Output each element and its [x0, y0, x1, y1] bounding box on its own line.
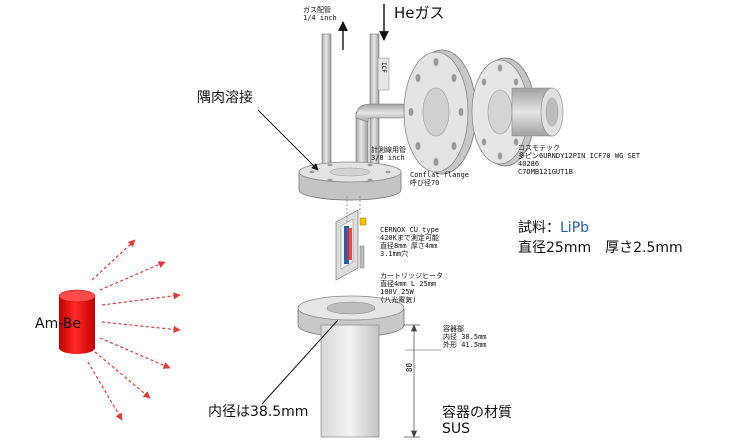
sample-dimensions: 直径25mm 厚さ2.5mm — [518, 240, 683, 256]
feedthrough-flange-left — [403, 49, 477, 175]
inner-diameter-label: 内径は38.5mm — [208, 404, 309, 420]
corner-weld-label: 隅肉溶接 — [197, 90, 253, 106]
radiation-arrows — [87, 239, 181, 421]
measurement-pipe-label: 計測線用管 3/8 inch — [371, 146, 406, 162]
vessel-label: 容器部 内径 38.5mm 外形 41.5mm — [443, 325, 487, 349]
cernox-label: CERNOX CU type 420Kまで測定可能 直径8mm 厚さ4mm 3.… — [380, 226, 440, 258]
vessel-material-label: 容器の材質 SUS — [442, 405, 512, 438]
am-be-source — [58, 289, 96, 354]
heater-label: カートリッジヒータ 直径4mm L 25mm 100V 25W (八光電気) — [380, 272, 443, 304]
cernox-sensor — [359, 217, 367, 226]
weld-leader — [257, 109, 319, 171]
diameter-leader — [261, 319, 339, 405]
gas-pipe — [321, 33, 332, 175]
cosmotec-label: コスモテック 多ピン6URNDY12PIN ICF70 WG SET 40286… — [518, 144, 641, 176]
pipe-label-strip — [377, 57, 390, 91]
pipe-strip-text: ICF — [380, 62, 387, 73]
vessel-body — [320, 324, 380, 438]
sample-holder — [335, 196, 367, 281]
sample-label: 試料：LiPb — [518, 220, 590, 236]
height-dimension — [404, 324, 420, 438]
height-dimension-label: 80 — [405, 362, 414, 372]
sample-red-plate — [347, 228, 352, 260]
source-label: Am-Be — [35, 316, 81, 332]
feedthrough-flange-right — [471, 57, 564, 167]
conflat-flange — [298, 161, 402, 201]
conflat-label: Conflat flange 呼び径70 — [410, 171, 470, 187]
lipb-sample — [344, 226, 349, 264]
sample-material: LiPb — [560, 220, 590, 236]
cartridge-heater — [359, 245, 365, 269]
gas-pipe-label: ガス配管 1/4 inch — [303, 6, 337, 22]
he-gas-label: Heガス — [394, 4, 445, 22]
